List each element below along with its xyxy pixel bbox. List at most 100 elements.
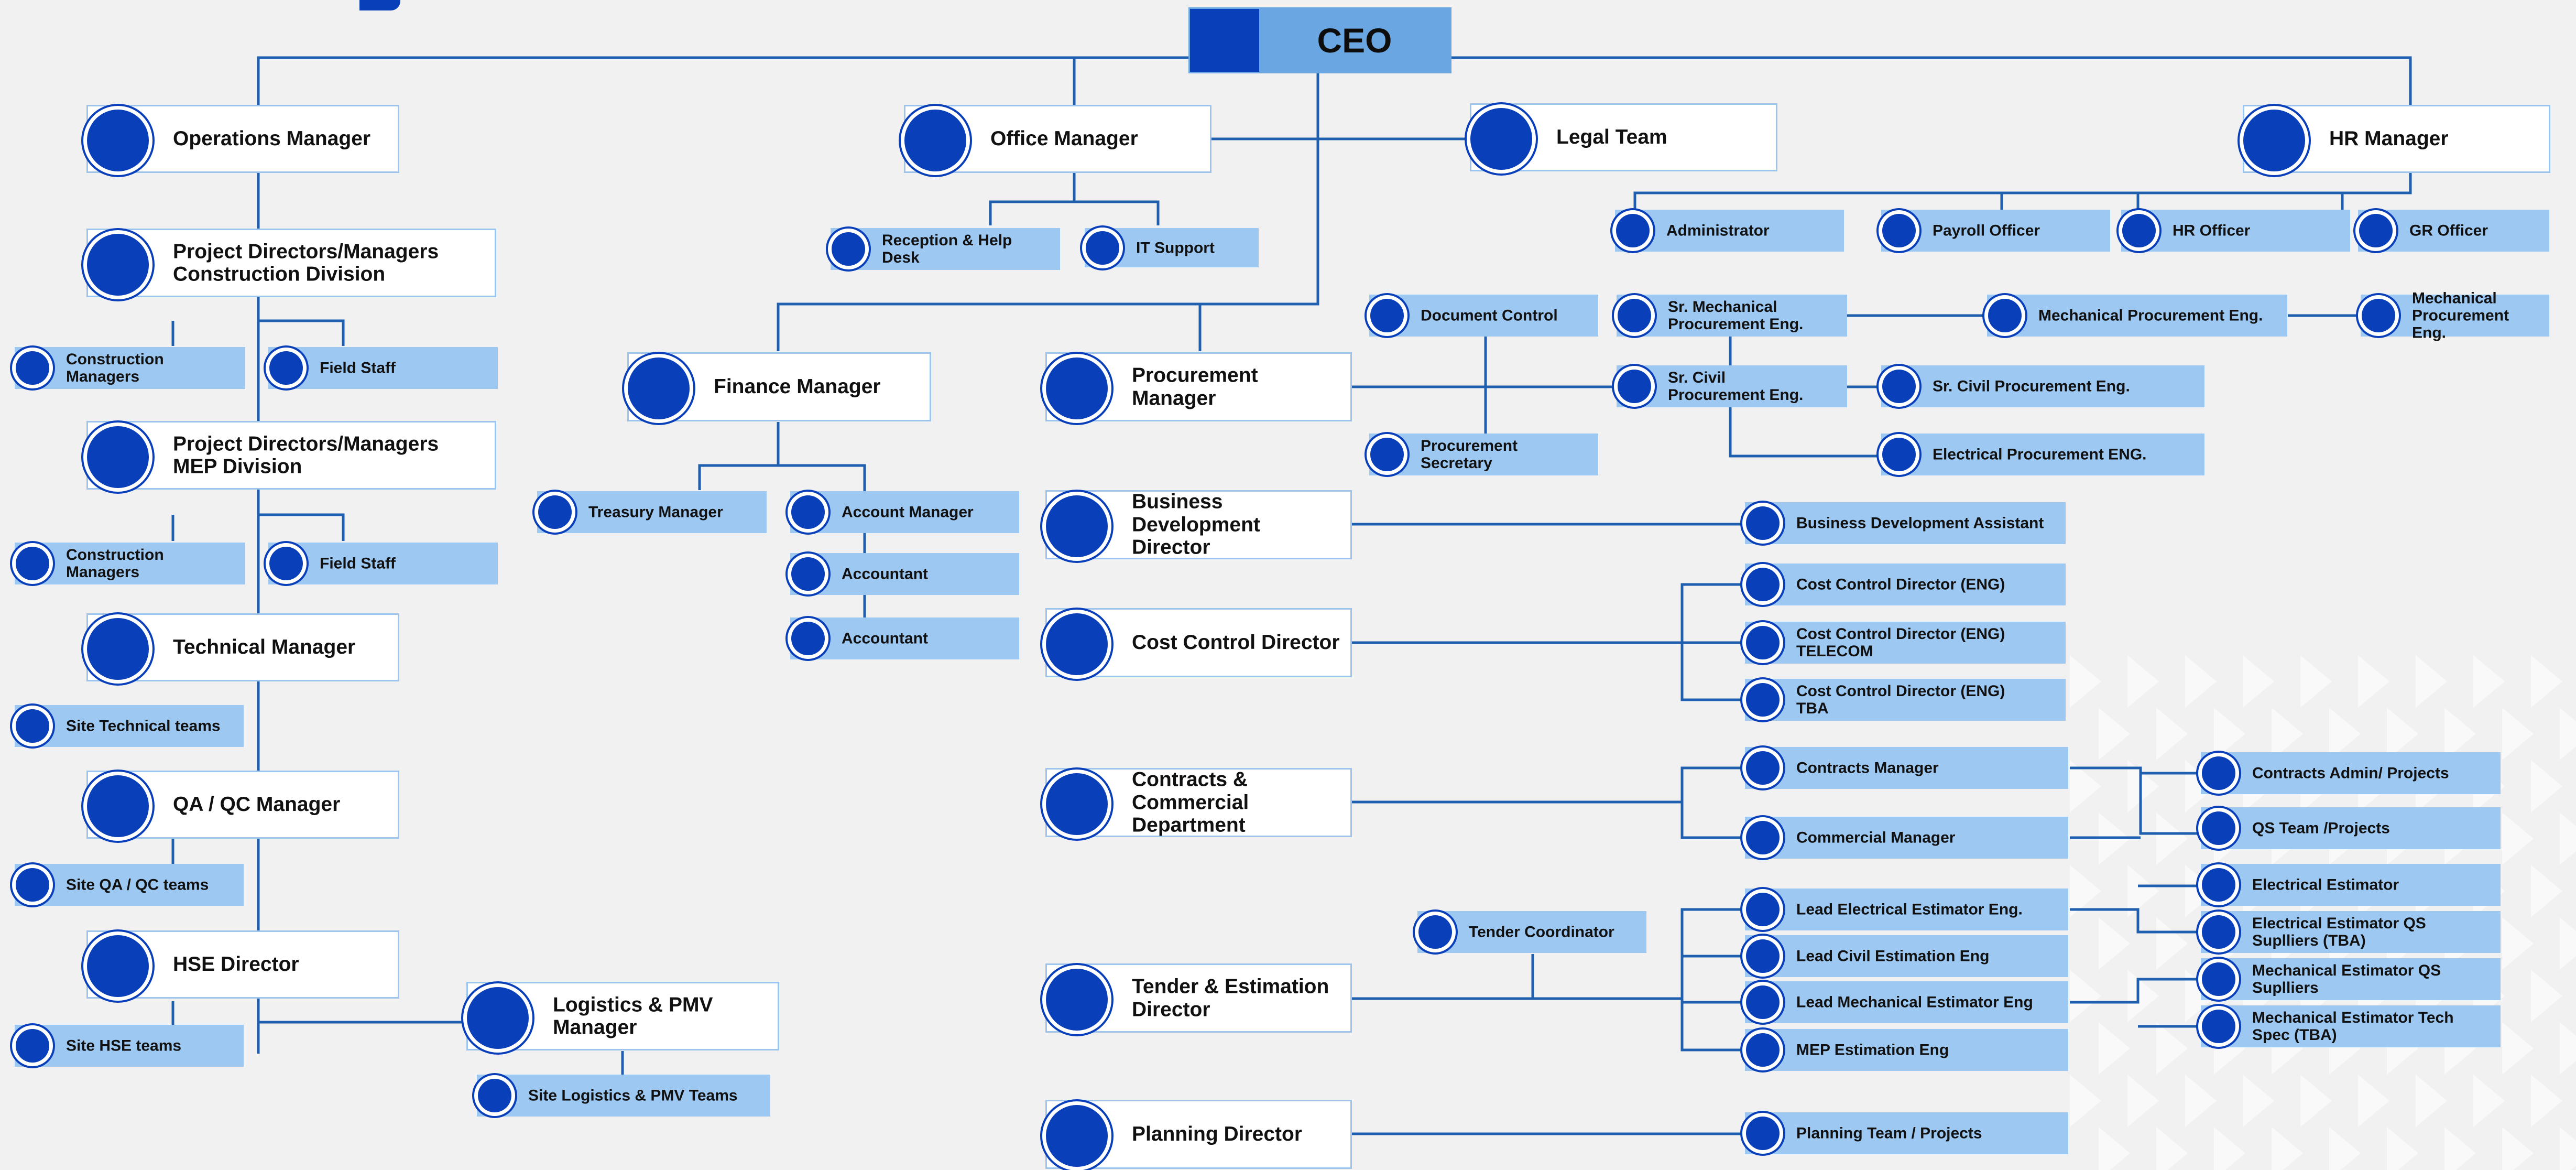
avatar-circle-icon [791,557,825,591]
node-operations-manager[interactable]: Operations Manager [86,105,399,173]
node-label: Lead Electrical Estimator Eng. [1796,901,2023,918]
background-triangle [2156,1022,2188,1075]
node-business-development-director[interactable]: Business Development Director [1045,490,1352,559]
node-legal-team[interactable]: Legal Team [1470,103,1777,171]
node-field-staff-2[interactable]: Field Staff [268,543,498,584]
node-electrical-procurement[interactable]: Electrical Procurement ENG. [1881,434,2204,475]
node-site-qa-qc-teams[interactable]: Site QA / QC teams [15,864,244,906]
node-electrical-estimator-qs[interactable]: Electrical Estimator QS Suplliers (TBA) [2201,911,2501,953]
node-procurement-secretary[interactable]: Procurement Secretary [1369,434,1598,475]
node-label: Tender & Estimation Director [1132,975,1329,1021]
node-site-hse-teams[interactable]: Site HSE teams [15,1025,244,1067]
background-triangle [2127,865,2159,917]
background-triangle [2070,655,2101,708]
node-cost-control-eng[interactable]: Cost Control Director (ENG) [1745,564,2066,605]
node-label: Sr. Civil Procurement Eng. [1933,377,2130,395]
node-commercial-manager[interactable]: Commercial Manager [1745,817,2068,859]
avatar-circle-icon [1470,108,1532,170]
node-payroll-officer[interactable]: Payroll Officer [1881,210,2110,252]
node-procurement-manager[interactable]: Procurement Manager [1045,352,1352,421]
background-triangle [2214,1127,2245,1170]
avatar-circle-icon [467,987,529,1049]
avatar-circle-icon [1370,438,1404,471]
node-logistics-pmv-manager[interactable]: Logistics & PMV Manager [466,982,779,1050]
node-pd-mep[interactable]: Project Directors/Managers MEP Division [86,421,496,490]
ceo-box[interactable]: CEO [1188,7,1451,73]
node-label: Electrical Procurement ENG. [1933,446,2147,463]
background-triangle [2531,865,2562,917]
node-tender-estimation-director[interactable]: Tender & Estimation Director [1045,963,1352,1033]
node-accountant-1[interactable]: Accountant [790,553,1019,595]
node-pd-construction[interactable]: Project Directors/Managers Construction … [86,229,496,297]
node-label: Construction Managers [66,351,164,385]
node-lead-civil-estimation[interactable]: Lead Civil Estimation Eng [1745,935,2068,977]
node-qs-team[interactable]: QS Team /Projects [2201,807,2501,849]
background-triangle [2502,812,2534,865]
node-tender-coordinator[interactable]: Tender Coordinator [1417,911,1646,953]
background-triangle [2502,708,2534,760]
node-business-development-assistant[interactable]: Business Development Assistant [1745,502,2066,544]
node-accountant-2[interactable]: Accountant [790,618,1019,659]
node-mep-estimation[interactable]: MEP Estimation Eng [1745,1029,2068,1071]
node-label: Mechanical Procurement Eng. [2038,307,2263,324]
node-label: Mechanical Procurement Eng. [2412,289,2509,342]
node-planning-director[interactable]: Planning Director [1045,1100,1352,1169]
node-lead-mechanical-estimator[interactable]: Lead Mechanical Estimator Eng [1745,981,2068,1023]
node-site-logistics-pmv-teams[interactable]: Site Logistics & PMV Teams [477,1075,770,1117]
node-mechanical-procurement-eng-2[interactable]: Mechanical Procurement Eng. [2361,290,2549,342]
node-office-manager[interactable]: Office Manager [904,105,1211,173]
node-technical-manager[interactable]: Technical Manager [86,613,399,681]
node-cost-control-director[interactable]: Cost Control Director [1045,608,1352,677]
node-mechanical-estimator-tech[interactable]: Mechanical Estimator Tech Spec (TBA) [2201,1005,2501,1047]
node-label: Payroll Officer [1933,222,2040,240]
node-hr-manager[interactable]: HR Manager [2243,105,2550,173]
node-lead-electrical-estimator[interactable]: Lead Electrical Estimator Eng. [1745,889,2068,930]
node-construction-managers-2[interactable]: Construction Managers [15,543,245,584]
avatar-circle-icon [2243,110,2305,171]
node-label: GR Officer [2409,222,2488,240]
avatar-circle-icon [904,110,966,171]
node-label: IT Support [1136,239,1215,256]
node-cost-control-tba[interactable]: Cost Control Director (ENG) TBA [1745,679,2066,721]
node-account-manager[interactable]: Account Manager [790,491,1019,533]
node-treasury-manager[interactable]: Treasury Manager [537,491,767,533]
avatar-circle-icon [1746,821,1780,854]
node-mechanical-estimator-qs[interactable]: Mechanical Estimator QS Suplliers [2201,958,2501,1000]
node-contracts-commercial[interactable]: Contracts & Commercial Department [1045,768,1352,837]
background-triangle [2070,865,2101,917]
node-label: Reception & Help Desk [882,232,1012,266]
node-electrical-estimator[interactable]: Electrical Estimator [2201,864,2501,906]
node-gr-officer[interactable]: GR Officer [2358,210,2549,252]
node-finance-manager[interactable]: Finance Manager [627,352,931,421]
background-triangle [2387,708,2418,760]
node-label: Cost Control Director (ENG) TBA [1796,682,2005,717]
node-label: Site HSE teams [66,1037,182,1055]
node-label: Legal Team [1556,126,1667,149]
node-contracts-manager[interactable]: Contracts Manager [1745,747,2068,789]
node-sr-civil-procurement-1[interactable]: Sr. Civil Procurement Eng. [1617,365,1847,407]
node-it-support[interactable]: IT Support [1085,228,1259,267]
node-construction-managers-1[interactable]: Construction Managers [15,347,245,389]
node-planning-team[interactable]: Planning Team / Projects [1745,1112,2068,1154]
node-label: Contracts & Commercial Department [1132,768,1249,837]
node-label: Sr. Mechanical Procurement Eng. [1668,298,1804,333]
node-reception-help-desk[interactable]: Reception & Help Desk [831,228,1060,270]
node-hse-director[interactable]: HSE Director [86,930,399,999]
node-contracts-admin[interactable]: Contracts Admin/ Projects [2201,752,2501,794]
node-field-staff-1[interactable]: Field Staff [268,347,498,389]
avatar-circle-icon [1370,299,1404,332]
node-label: Site QA / QC teams [66,876,209,894]
node-hr-officer[interactable]: HR Officer [2121,210,2350,252]
node-cost-control-telecom[interactable]: Cost Control Director (ENG) TELECOM [1745,622,2066,664]
node-mechanical-procurement-eng-1[interactable]: Mechanical Procurement Eng. [1987,295,2287,337]
avatar-circle-icon [1086,231,1119,265]
node-sr-civil-procurement-2[interactable]: Sr. Civil Procurement Eng. [1881,365,2204,407]
node-label: Sr. Civil Procurement Eng. [1668,369,1804,404]
node-administrator[interactable]: Administrator [1615,210,1844,252]
avatar-circle-icon [1746,985,1780,1019]
node-site-technical-teams[interactable]: Site Technical teams [15,705,244,747]
node-qa-qc-manager[interactable]: QA / QC Manager [86,771,399,839]
background-triangle [2531,655,2562,708]
node-document-control[interactable]: Document Control [1369,295,1598,337]
node-sr-mechanical-procurement[interactable]: Sr. Mechanical Procurement Eng. [1617,295,1847,337]
